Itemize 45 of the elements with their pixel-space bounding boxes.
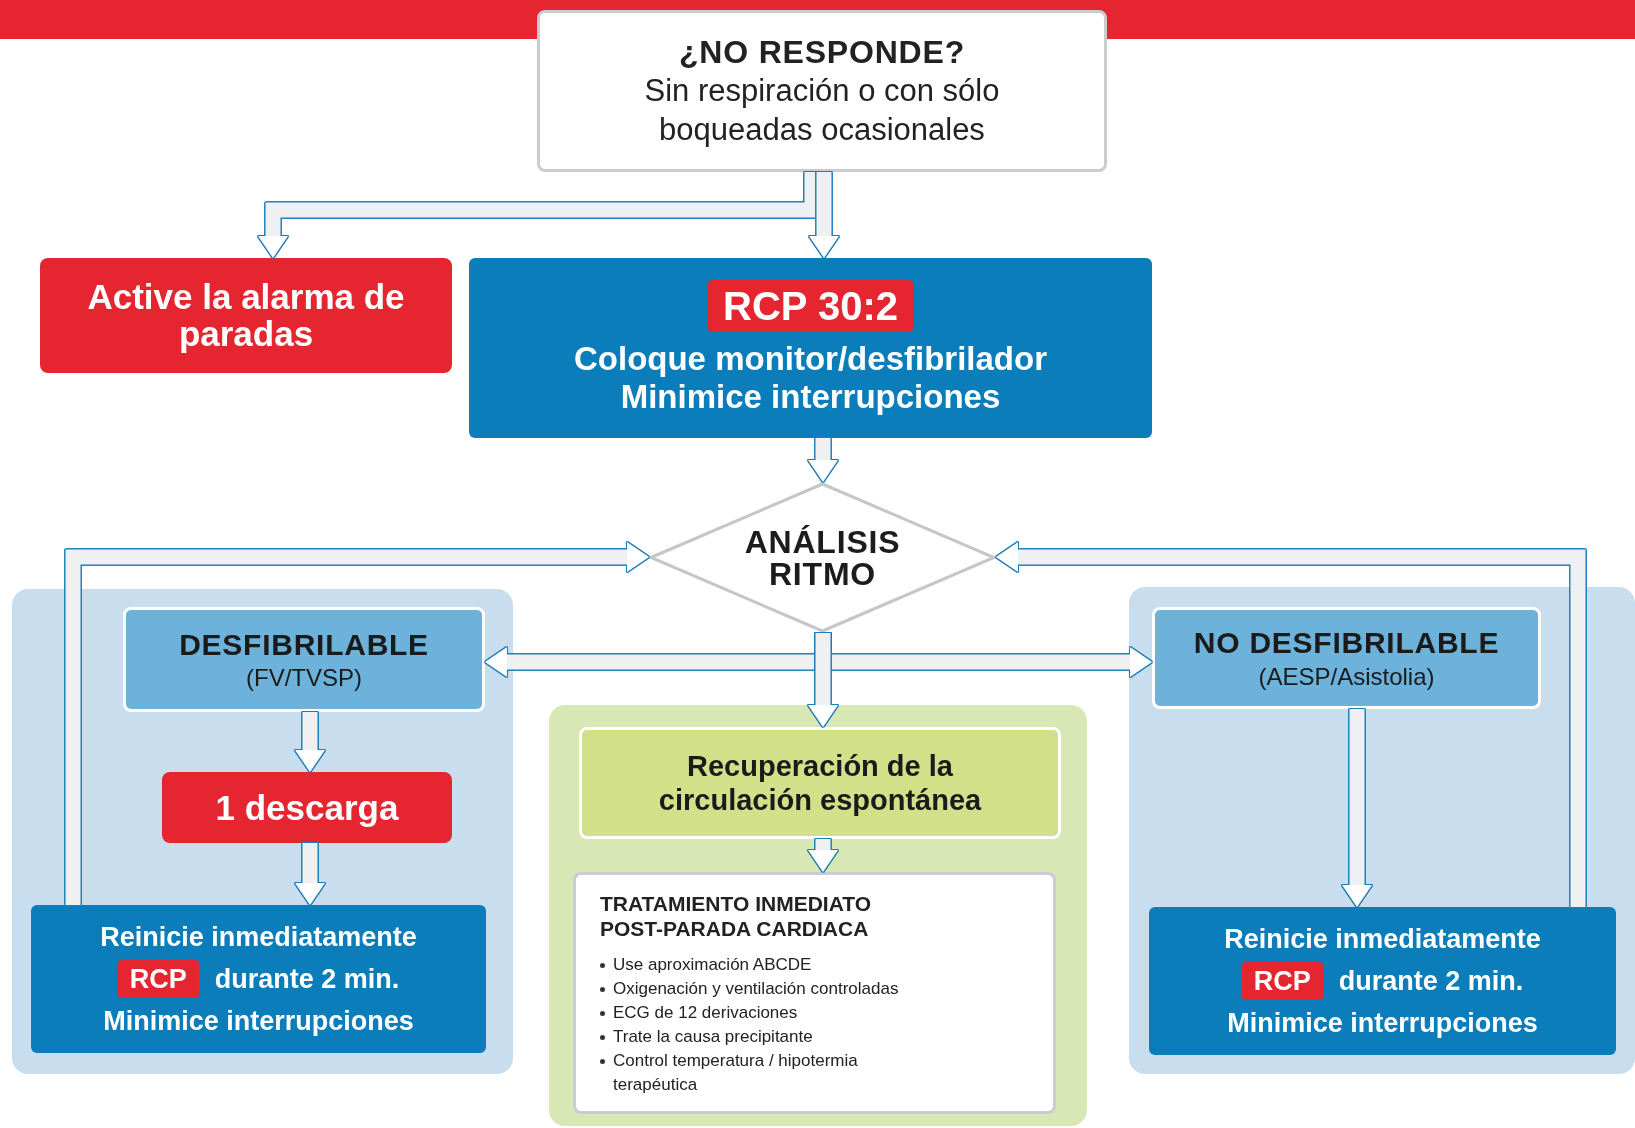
box-text: Minimice interrupciones bbox=[620, 378, 1001, 416]
info-box bbox=[573, 872, 1056, 1114]
box-text: Coloque monitor/desfibrilador bbox=[574, 340, 1047, 378]
bullet-text: ECG de 12 derivaciones bbox=[613, 1002, 798, 1024]
box-title: NO DESFIBRILABLE bbox=[1193, 625, 1500, 662]
bullet-text: Use aproximación ABCDE bbox=[613, 954, 812, 976]
box-text: Reinicie inmediatamente bbox=[100, 921, 417, 954]
box-title: ¿NO RESPONDE? bbox=[679, 33, 965, 73]
box-title: DESFIBRILABLE bbox=[179, 626, 429, 663]
process-box bbox=[31, 905, 486, 1053]
panel-background bbox=[12, 589, 513, 1074]
decision-diamond bbox=[649, 482, 996, 633]
process-box bbox=[469, 258, 1152, 438]
question-box bbox=[537, 10, 1107, 172]
box-subtitle: (AESP/Asistolia) bbox=[1258, 661, 1435, 692]
box-text: Sin respiración o con sólo boqueadas ocasionales bbox=[643, 72, 1001, 149]
box-text: 1 descarga bbox=[215, 786, 399, 829]
box-text: Reinicie inmediatamente bbox=[1224, 923, 1541, 956]
diamond-label: ANÁLISIS RITMO bbox=[743, 525, 902, 590]
box-text: durante 2 min. bbox=[1338, 965, 1524, 998]
arrow bbox=[295, 843, 325, 905]
bullet-text: Oxigenación y ventilación controladas bbox=[613, 978, 899, 1000]
bullet-text: Trate la causa precipitante bbox=[613, 1026, 813, 1048]
box-title: TRATAMIENTO INMEDIATO POST-PARADA CARDIACA bbox=[600, 891, 873, 941]
bullet-text: Control temperatura / hipotermia terapéutica bbox=[613, 1050, 859, 1096]
box-text: Recuperación de la circulación espontánea bbox=[657, 749, 983, 817]
box-text: Active la alarma de paradas bbox=[86, 278, 406, 353]
arrow bbox=[1342, 709, 1372, 907]
box-text: durante 2 min. bbox=[214, 963, 400, 996]
alert-box bbox=[162, 772, 452, 843]
rcp-badge: RCP 30:2 bbox=[707, 280, 914, 332]
category-box bbox=[123, 607, 485, 712]
box-subtitle: (FV/TVSP) bbox=[246, 663, 362, 694]
rcp-badge: RCP bbox=[117, 960, 199, 998]
rcp-badge: RCP bbox=[1241, 962, 1323, 1000]
box-text: Minimice interrupciones bbox=[103, 1005, 414, 1038]
alert-box bbox=[40, 258, 452, 373]
process-box bbox=[1149, 907, 1616, 1055]
arrow bbox=[808, 839, 838, 872]
outcome-box bbox=[579, 727, 1061, 839]
category-box bbox=[1152, 607, 1541, 709]
panel-background bbox=[1129, 587, 1635, 1074]
arrow bbox=[295, 712, 325, 772]
box-text: Minimice interrupciones bbox=[1227, 1007, 1538, 1040]
panel-background bbox=[549, 705, 1087, 1126]
